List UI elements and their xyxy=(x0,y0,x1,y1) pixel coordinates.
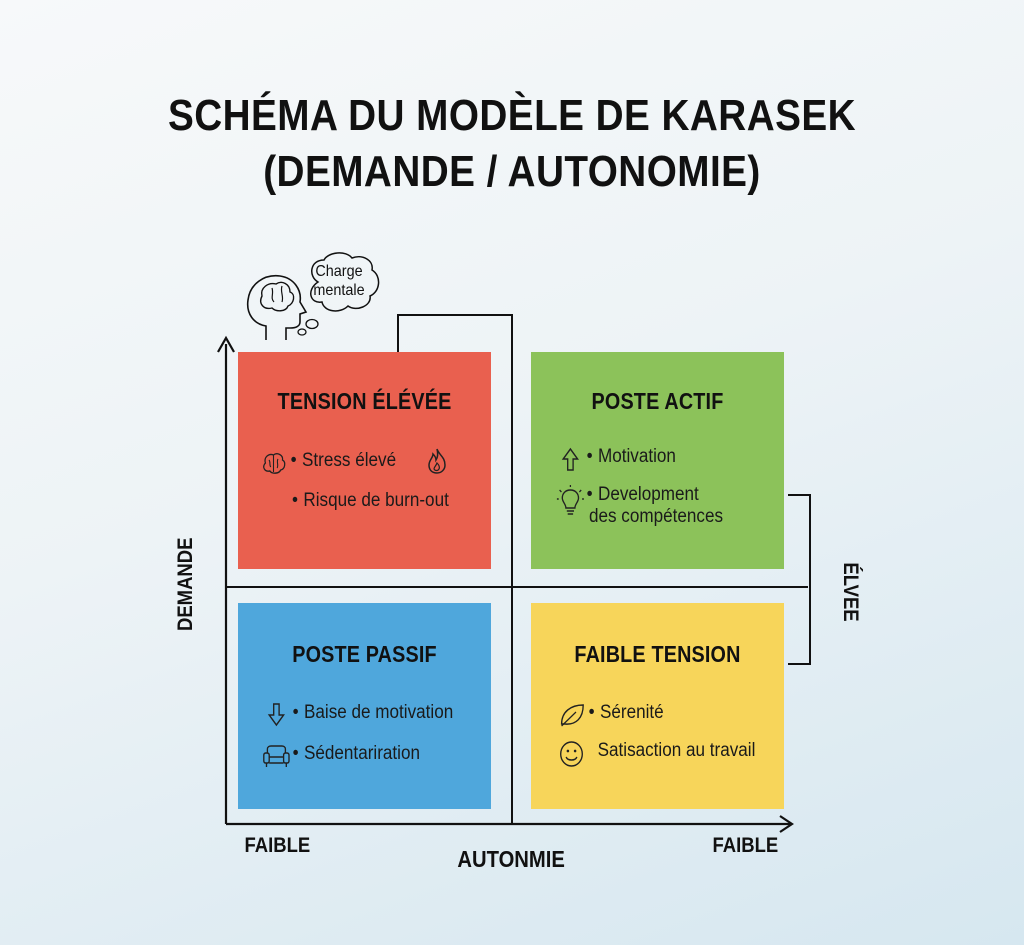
x-axis-left-label: FAIBLE xyxy=(244,834,311,857)
item-text: Risque de burn-out xyxy=(303,490,449,511)
diagram-title: SCHÉMA DU MODÈLE DE KARASEK (DEMANDE / A… xyxy=(61,88,962,200)
item-text: Satisaction au travail xyxy=(597,740,756,761)
bullet: • xyxy=(292,490,298,511)
list-item: • Baise de motivation xyxy=(262,702,453,728)
item-text-line-2: des compétences xyxy=(588,506,724,527)
top-connector xyxy=(397,314,513,352)
item-text: Sérenité xyxy=(599,702,664,723)
right-bracket xyxy=(788,494,811,665)
quadrant-passive-job: POSTE PASSIF xyxy=(238,603,491,809)
bullet: • xyxy=(586,484,593,505)
quadrant-title: POSTE PASSIF xyxy=(292,641,437,667)
thought-bubble-label: Charge mentale xyxy=(309,262,368,300)
right-side-label: ÉLVEE xyxy=(839,562,862,622)
list-item: • Motivation xyxy=(556,446,676,472)
item-text: Stress élevé xyxy=(301,450,397,471)
x-axis-right-label: FAIBLE xyxy=(712,834,779,857)
bullet: • xyxy=(292,702,299,723)
item-text: Baise de motivation xyxy=(303,702,454,723)
bullet: • xyxy=(292,743,299,764)
quadrant-title: TENSION ÉLÉVÉE xyxy=(277,388,452,414)
item-text: Development xyxy=(597,484,699,505)
quadrant-title: FAIBLE TENSION xyxy=(574,641,741,667)
smiley-icon xyxy=(560,741,583,767)
x-axis-arrowhead xyxy=(779,815,794,833)
bullet: • xyxy=(290,450,297,471)
list-item: • Sédentariration xyxy=(262,743,420,769)
title-line-2: (DEMANDE / AUTONOMIE) xyxy=(263,147,761,196)
quadrant-high-strain: TENSION ÉLÉVÉE xyxy=(238,352,491,569)
head-brain-icon xyxy=(246,252,380,340)
bullet: • xyxy=(588,702,595,723)
list-item: • Risque de burn-out xyxy=(292,490,449,512)
item-text: Sédentariration xyxy=(303,743,420,764)
bullet: • xyxy=(586,446,593,467)
list-item: • Development des compétences xyxy=(556,484,723,528)
arrow-down-icon xyxy=(267,703,286,727)
x-axis-label: AUTONMIE xyxy=(457,846,565,872)
y-axis-arrowhead xyxy=(217,335,235,353)
quadrant-title: POSTE ACTIF xyxy=(591,388,724,414)
bubble-line-1: Charge xyxy=(315,263,363,280)
brain-icon xyxy=(263,453,286,474)
item-text: Motivation xyxy=(597,446,676,467)
list-item: Satisaction au travail xyxy=(558,740,755,768)
bubble-line-2: mentale xyxy=(313,282,365,299)
sofa-icon xyxy=(263,745,290,767)
title-line-1: SCHÉMA DU MODÈLE DE KARASEK xyxy=(167,91,857,140)
list-item: • Sérenité xyxy=(558,702,664,728)
y-axis-label: DEMANDE xyxy=(174,537,197,631)
list-item: • Stress élevé xyxy=(260,450,396,476)
arrow-up-icon xyxy=(561,447,580,471)
flame-icon xyxy=(428,448,446,474)
leaf-icon xyxy=(560,704,584,727)
lightbulb-icon xyxy=(556,485,584,515)
